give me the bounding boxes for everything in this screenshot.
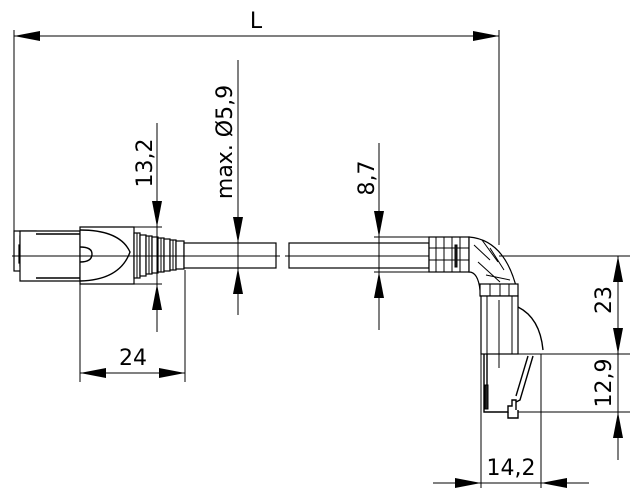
dimension-angled-plug-width-label: 14,2 — [487, 456, 536, 481]
dimension-angled-boot-height: 8,7 — [355, 143, 429, 330]
dimension-angled-boot-height-label: 8,7 — [355, 161, 380, 196]
dimension-boot-length: 24 — [79, 270, 186, 382]
dimension-cable-diameter-label: max. Ø5,9 — [213, 85, 238, 199]
angled-rj45-plug — [428, 236, 544, 419]
dimension-angled-plug-height: 12,9 — [518, 354, 630, 460]
dimension-boot-height: 13,2 — [133, 123, 162, 332]
dimension-boot-length-label: 24 — [119, 346, 147, 371]
dimension-angled-plug-width: 14,2 — [433, 354, 589, 488]
dimension-angled-plug-height-label: 12,9 — [592, 359, 617, 408]
dimension-boot-height-label: 13,2 — [133, 139, 158, 188]
dimension-length: L — [13, 9, 500, 245]
dimension-cable-diameter: max. Ø5,9 — [213, 60, 243, 315]
cable — [12, 242, 500, 269]
dimension-angled-offset: 23 — [481, 255, 630, 355]
dimension-length-label: L — [250, 9, 263, 34]
dimension-angled-offset-label: 23 — [592, 286, 617, 314]
